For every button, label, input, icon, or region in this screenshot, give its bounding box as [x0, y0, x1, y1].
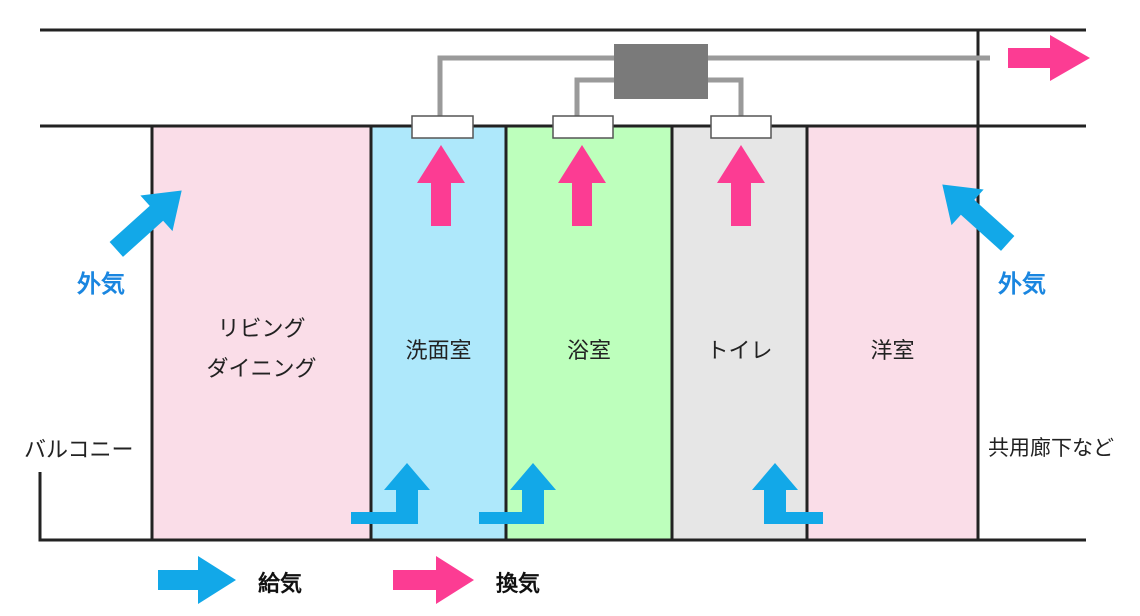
legend-exhaust-label: 換気: [496, 572, 541, 597]
exhaust-arrow-bath: [558, 145, 606, 226]
exhaust-arrow-washroom: [417, 145, 465, 226]
exhaust-grille-toilet: [710, 115, 772, 139]
outside-air-label-right: 外気: [998, 270, 1046, 298]
outside-air-arrow-right: [942, 184, 1015, 251]
duct-washroom: [437, 55, 614, 116]
outside-air-arrow-left: [109, 190, 182, 257]
supply-arrow-washroom: [351, 463, 430, 524]
room-label-living-line1: リビング: [217, 317, 306, 342]
room-label-bath: 浴室: [566, 339, 611, 364]
fan-unit: [614, 44, 708, 99]
exhaust-arrow-toilet: [717, 145, 765, 226]
room-label-washroom: 洗面室: [405, 339, 472, 364]
supply-arrow-toilet: [752, 463, 823, 524]
room-label-western: 洋室: [870, 339, 915, 364]
legend-supply-arrow: [158, 556, 236, 604]
room-label-living-line2: ダイニング: [206, 357, 317, 382]
balcony-railing: [38, 472, 152, 542]
legend-exhaust-arrow: [393, 556, 474, 604]
exhaust-out-arrow: [1008, 35, 1090, 81]
legend-supply-label: 給気: [258, 572, 303, 597]
room-label-living: リビング ダイニング: [152, 310, 371, 390]
exhaust-grille-bath: [552, 115, 614, 139]
balcony-label: バルコニー: [24, 438, 134, 463]
outside-air-label-left: 外気: [77, 270, 125, 298]
duct-bath: [574, 77, 614, 116]
supply-arrow-bath: [479, 463, 556, 524]
duct-toilet: [708, 77, 744, 116]
room-living: [152, 126, 371, 540]
corridor-label: 共用廊下など: [988, 436, 1114, 460]
room-label-toilet: トイレ: [706, 339, 773, 364]
exhaust-grille-washroom: [411, 115, 474, 139]
